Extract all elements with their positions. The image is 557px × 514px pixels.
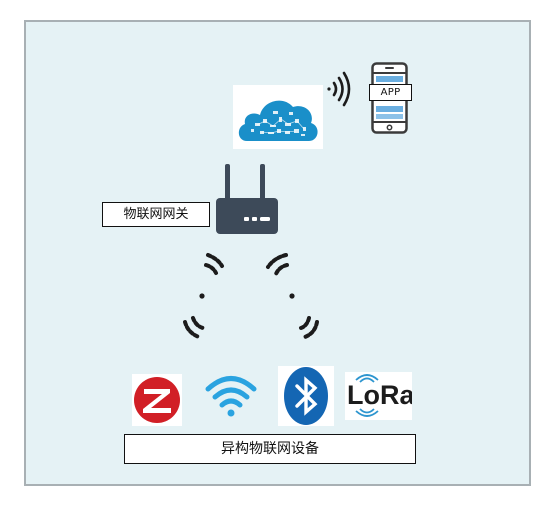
cloud-icon (233, 85, 323, 149)
bluetooth-icon (278, 366, 334, 426)
lora-text: LoRa (347, 380, 412, 410)
devices-label: 异构物联网设备 (124, 434, 416, 464)
gateway-label: 物联网网关 (102, 202, 210, 227)
zigbee-icon (132, 374, 182, 426)
lora-logo: LoRa (345, 372, 415, 420)
app-label: APP (369, 84, 412, 101)
signal-beam-left-icon (178, 252, 238, 342)
wifi-icon (204, 372, 258, 420)
gateway-router-icon (210, 162, 278, 236)
signal-beam-right-icon (262, 252, 326, 342)
wireless-signal-icon (325, 70, 353, 108)
